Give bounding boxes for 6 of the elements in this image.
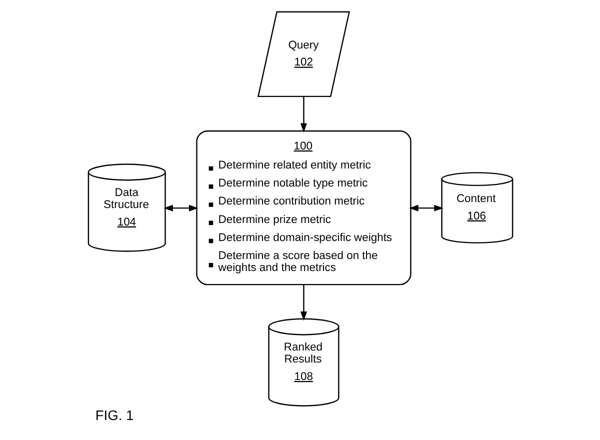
arrow <box>300 284 306 321</box>
arrow <box>300 96 306 133</box>
arrow <box>408 204 443 212</box>
node-box: 100 Determine related entity metric Determine notable type metric Determine contribution metric Determine prize metric Determine domain-specific weights Determine a score based on the weights and the metrics <box>196 130 411 286</box>
caption: FIG. 1 <box>94 408 134 424</box>
arrow <box>163 204 198 212</box>
